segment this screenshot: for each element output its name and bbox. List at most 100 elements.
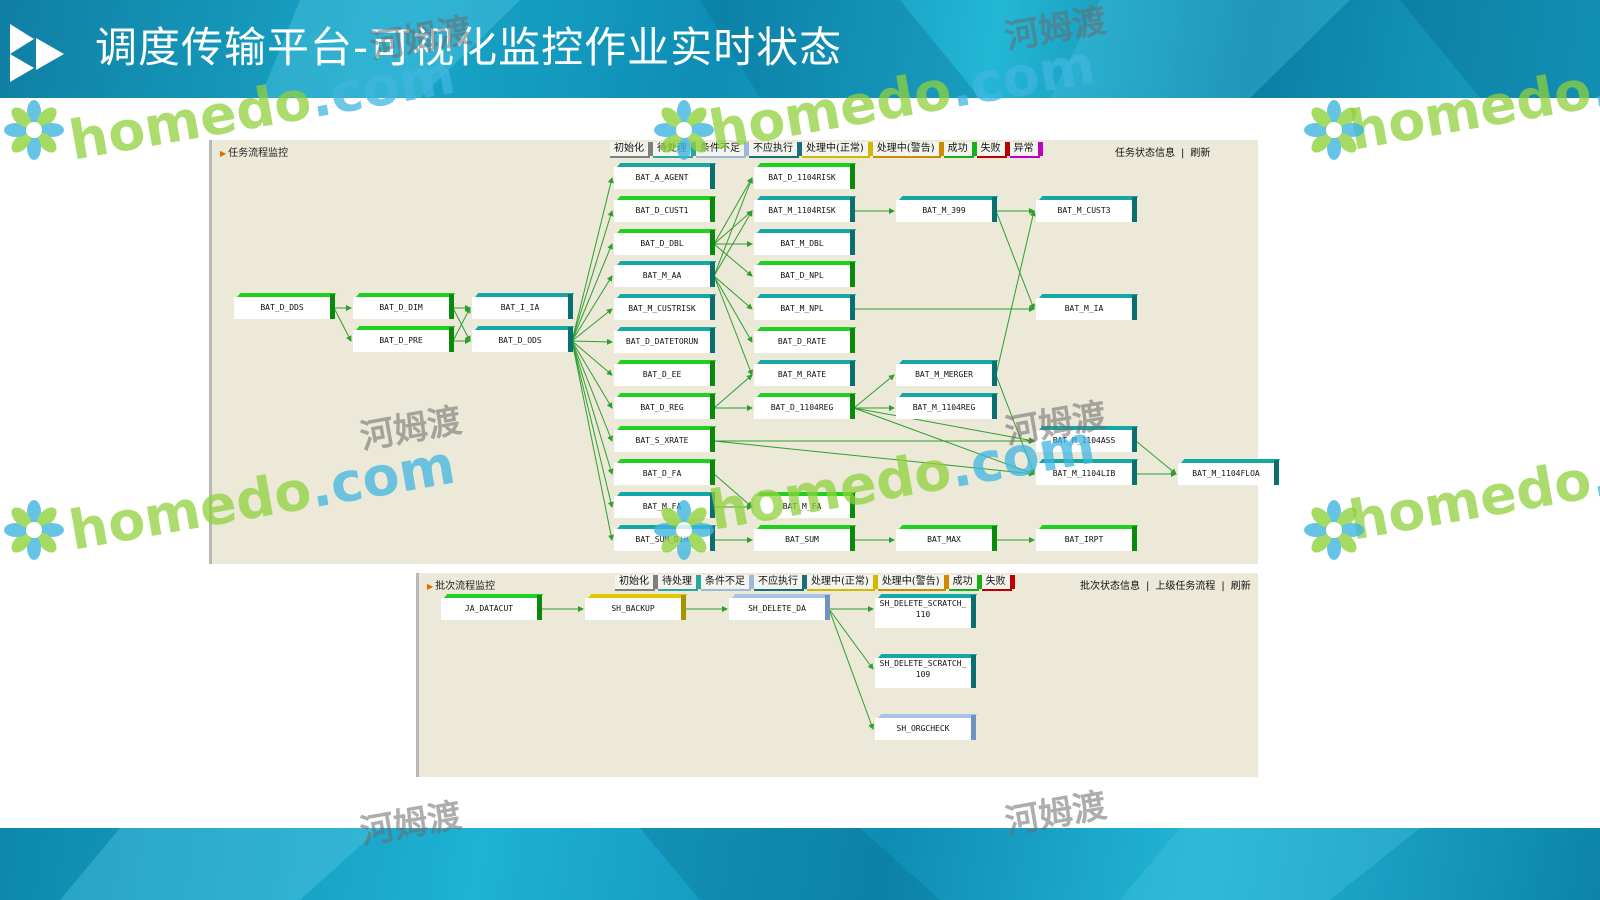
task-node-bat-m-custrisk[interactable]: BAT_M_CUSTRISK <box>614 295 715 320</box>
task-node-bat-d-1104reg[interactable]: BAT_D_1104REG <box>754 394 855 419</box>
flow-edge <box>713 210 753 277</box>
node-label: BAT_M_1104REG <box>912 403 976 412</box>
batch-panel-title-text: 批次流程监控 <box>435 581 496 592</box>
task-node-bat-d-cust1[interactable]: BAT_D_CUST1 <box>614 197 715 222</box>
task-node-bat-d-ods[interactable]: BAT_D_ODS <box>472 327 573 352</box>
flow-edge <box>452 307 471 342</box>
task-node-bat-d-rate[interactable]: BAT_D_RATE <box>754 328 855 353</box>
node-label: BAT_D_REG <box>640 403 684 412</box>
task-node-bat-irpt[interactable]: BAT_IRPT <box>1036 526 1137 551</box>
node-label: SH_ORGCHECK <box>896 724 950 733</box>
task-panel-title-text: 任务流程监控 <box>228 148 289 159</box>
task-node-bat-m-ia[interactable]: BAT_M_IA <box>1036 295 1137 320</box>
flow-edge <box>995 210 1036 376</box>
flow-edge <box>713 177 753 245</box>
node-label: BAT_D_DDS <box>260 303 304 312</box>
flow-edge <box>571 340 614 508</box>
task-node-bat-m-cust3[interactable]: BAT_M_CUST3 <box>1036 197 1137 222</box>
watermark-logo-domain: .com <box>1585 422 1600 511</box>
task-refresh-link[interactable]: 刷新 <box>1190 148 1211 159</box>
batch-refresh-link[interactable]: 刷新 <box>1230 581 1251 592</box>
flower-logo-icon <box>1304 500 1364 560</box>
flow-edge <box>995 374 1036 475</box>
flow-edge <box>571 308 613 342</box>
node-label: BAT_M_AA <box>642 271 682 280</box>
task-node-bat-m-399[interactable]: BAT_M_399 <box>896 197 997 222</box>
task-node-bat-m-1104ass[interactable]: BAT_M_1104ASS <box>1036 427 1137 452</box>
task-node-bat-i-ia[interactable]: BAT_I_IA <box>472 294 573 319</box>
task-node-bat-d-1104risk[interactable]: BAT_D_1104RISK <box>754 164 855 189</box>
flow-edge <box>713 177 753 277</box>
flow-edge <box>571 340 613 376</box>
task-node-bat-m-1104risk[interactable]: BAT_M_1104RISK <box>754 197 855 222</box>
flow-edge <box>333 307 352 342</box>
task-node-bat-sum[interactable]: BAT_SUM <box>754 526 855 551</box>
task-node-bat-max[interactable]: BAT_MAX <box>896 526 997 551</box>
task-node-bat-d-dim[interactable]: BAT_D_DIM <box>353 294 454 319</box>
flow-edge <box>571 340 613 442</box>
batch-node-ja-datacut[interactable]: JA_DATACUT <box>441 595 542 620</box>
task-node-bat-m-1104reg[interactable]: BAT_M_1104REG <box>896 394 997 419</box>
batch-node-sh-delete-da[interactable]: SH_DELETE_DA <box>729 595 830 620</box>
node-label: JA_DATACUT <box>464 604 514 613</box>
batch-node-sh-backup[interactable]: SH_BACKUP <box>585 595 686 620</box>
task-node-bat-m-dbl[interactable]: BAT_M_DBL <box>754 230 855 255</box>
task-node-bat-d-npl[interactable]: BAT_D_NPL <box>754 262 855 287</box>
node-label: BAT_M_FA <box>642 502 682 511</box>
task-node-bat-d-ee[interactable]: BAT_D_EE <box>614 361 715 386</box>
flow-edge <box>571 340 614 475</box>
batch-status-legend: 初始化待处理条件不足不应执行处理中(正常)处理中(警告)成功失败 <box>615 575 1015 591</box>
node-label: BAT_D_NPL <box>780 271 824 280</box>
task-node-bat-a-agent[interactable]: BAT_A_AGENT <box>614 164 715 189</box>
task-node-bat-m-1104floa[interactable]: BAT_M_1104FLOA <box>1178 460 1279 485</box>
node-label: BAT_D_ODS <box>498 336 542 345</box>
node-label: BAT_M_1104FLOA <box>1192 469 1260 478</box>
flower-logo-icon <box>4 100 64 160</box>
node-label: BAT_D_DBL <box>640 239 684 248</box>
task-node-bat-m-1104lib[interactable]: BAT_M_1104LIB <box>1036 460 1137 485</box>
task-node-bat-d-fa[interactable]: BAT_D_FA <box>614 460 715 485</box>
task-node-bat-d-dbl[interactable]: BAT_D_DBL <box>614 230 715 255</box>
legend-batch-3: 不应执行 <box>754 575 807 591</box>
task-status-info-link[interactable]: 任务状态信息 <box>1115 148 1175 159</box>
legend-batch-6: 成功 <box>948 575 982 591</box>
legend-batch-2: 条件不足 <box>701 575 754 591</box>
node-label: BAT_D_RATE <box>777 337 827 346</box>
task-flow-edges <box>333 177 1177 543</box>
node-label: BAT_D_1104REG <box>770 403 834 412</box>
task-node-bat-m-merger[interactable]: BAT_M_MERGER <box>896 361 997 386</box>
legend-task-7: 失败 <box>976 142 1010 158</box>
parent-flow-link[interactable]: 上级任务流程 <box>1155 581 1216 592</box>
batch-flow-panel: ▶批次流程监控 初始化待处理条件不足不应执行处理中(正常)处理中(警告)成功失败… <box>416 573 1258 777</box>
batch-node-sh-orgcheck[interactable]: SH_ORGCHECK <box>875 715 976 740</box>
task-node-bat-d-datetorun[interactable]: BAT_D_DATETORUN <box>614 328 715 353</box>
legend-task-3: 不应执行 <box>749 142 802 158</box>
node-label: BAT_M_FA <box>782 502 822 511</box>
legend-batch-4: 处理中(正常) <box>807 575 878 591</box>
batch-status-info-link[interactable]: 批次状态信息 <box>1080 581 1140 592</box>
task-node-bat-m-npl[interactable]: BAT_M_NPL <box>754 295 855 320</box>
task-node-bat-d-reg[interactable]: BAT_D_REG <box>614 394 715 419</box>
task-node-bat-d-dds[interactable]: BAT_D_DDS <box>234 294 335 319</box>
batch-node-sh-delete-scratch-109[interactable]: SH_DELETE_SCRATCH_109 <box>875 655 976 688</box>
node-label: BAT_D_EE <box>642 370 682 379</box>
legend-batch-1: 待处理 <box>658 575 701 591</box>
batch-panel-title: ▶批次流程监控 <box>427 577 495 592</box>
task-node-bat-s-xrate[interactable]: BAT_S_XRATE <box>614 427 715 452</box>
flow-edge <box>828 608 874 670</box>
flow-edge <box>713 473 753 508</box>
batch-node-sh-delete-scratch-110[interactable]: SH_DELETE_SCRATCH_110 <box>875 595 976 628</box>
flower-logo-icon <box>4 500 64 560</box>
caret-right-icon: ▶ <box>427 582 434 591</box>
task-node-bat-m-fa2[interactable]: BAT_M_FA <box>754 493 855 518</box>
flower-logo-icon <box>654 500 714 560</box>
task-node-bat-m-rate[interactable]: BAT_M_RATE <box>754 361 855 386</box>
flow-edge <box>853 407 1035 444</box>
task-panel-title: ▶任务流程监控 <box>220 144 288 159</box>
flow-edge <box>1135 440 1177 475</box>
footer-facets <box>60 828 1420 900</box>
flow-edge <box>571 275 613 342</box>
task-node-bat-d-pre[interactable]: BAT_D_PRE <box>353 327 454 352</box>
task-node-bat-m-aa[interactable]: BAT_M_AA <box>614 262 715 287</box>
